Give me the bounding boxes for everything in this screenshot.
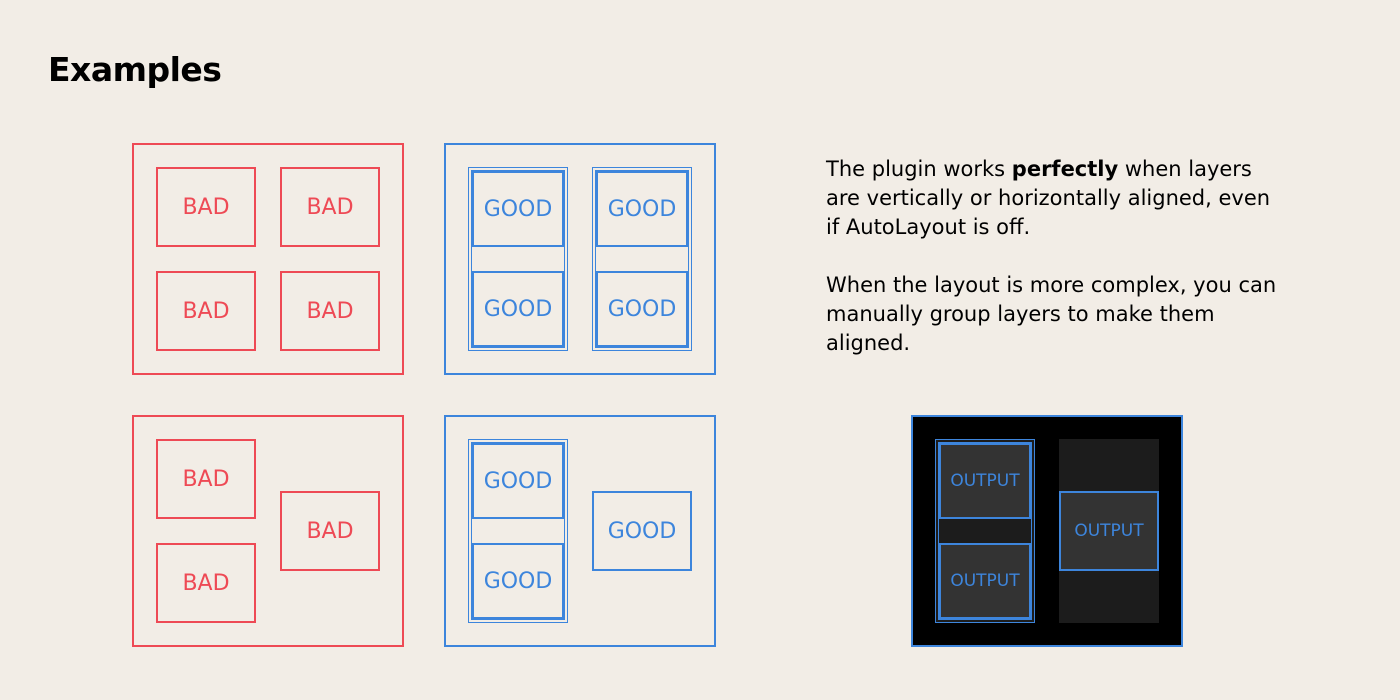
good-box: GOOD xyxy=(472,443,564,519)
bad-box: BAD xyxy=(156,167,256,247)
good-column-group: GOOD GOOD xyxy=(592,167,692,351)
bad-staggered-frame: BAD BAD BAD xyxy=(132,415,404,647)
output-box: OUTPUT xyxy=(1059,491,1159,571)
good-column-group: GOOD GOOD xyxy=(468,167,568,351)
bad-box: BAD xyxy=(280,491,380,571)
description-emphasis: perfectly xyxy=(1011,157,1119,181)
bad-box: BAD xyxy=(280,271,380,351)
output-box: OUTPUT xyxy=(939,443,1031,519)
bad-box: BAD xyxy=(280,167,380,247)
good-grid-frame: GOOD GOOD GOOD GOOD xyxy=(444,143,716,375)
bad-box: BAD xyxy=(156,543,256,623)
output-box: OUTPUT xyxy=(939,543,1031,619)
description-text: The plugin works xyxy=(826,157,1012,181)
good-staggered-frame: GOOD GOOD GOOD xyxy=(444,415,716,647)
output-column-group: OUTPUT OUTPUT xyxy=(935,439,1035,623)
good-box: GOOD xyxy=(472,171,564,247)
output-frame: OUTPUT OUTPUT OUTPUT xyxy=(911,415,1183,647)
bad-box: BAD xyxy=(156,271,256,351)
description-text: when layers are vertically or horizontal… xyxy=(826,157,1271,239)
good-box: GOOD xyxy=(596,171,688,247)
description-paragraph-1: The plugin works perfectly when layers a… xyxy=(826,155,1286,242)
description-text: When the layout is more complex, you can… xyxy=(826,273,1277,355)
good-box: GOOD xyxy=(592,491,692,571)
page-title: Examples xyxy=(48,50,222,89)
good-box: GOOD xyxy=(596,271,688,347)
good-column-group: GOOD GOOD xyxy=(468,439,568,623)
bad-box: BAD xyxy=(156,439,256,519)
good-box: GOOD xyxy=(472,543,564,619)
description-paragraph-2: When the layout is more complex, you can… xyxy=(826,271,1286,358)
good-box: GOOD xyxy=(472,271,564,347)
bad-grid-frame: BAD BAD BAD BAD xyxy=(132,143,404,375)
